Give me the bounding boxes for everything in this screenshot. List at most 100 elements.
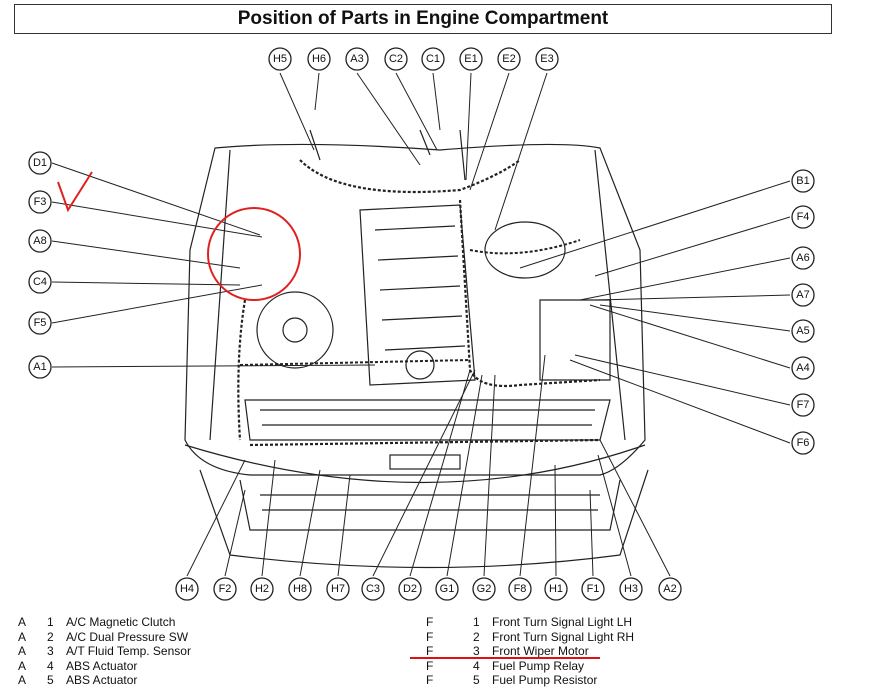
legend-num: 3 [47,644,54,659]
callout-c1: C1 [421,47,445,71]
red-checkmark [57,171,93,213]
legend-code: F [426,658,434,673]
callout-a3: A3 [345,47,369,71]
callout-h6: H6 [307,47,331,71]
svg-text:C1: C1 [426,53,440,65]
callout-a7: A7 [791,283,815,307]
svg-text:H4: H4 [180,583,194,595]
legend-name: A/C Dual Pressure SW [66,629,189,644]
callout-f8: F8 [508,577,532,601]
callout-c4: C4 [28,270,52,294]
callout-e3: E3 [535,47,559,71]
callout-f6: F6 [791,431,815,455]
legend-item: F 3 Front Wiper Motor [426,644,634,659]
svg-text:A8: A8 [33,235,46,247]
svg-text:A4: A4 [796,362,809,374]
svg-text:C2: C2 [389,53,403,65]
legend-name: Fuel Pump Resistor [492,673,598,688]
legend-num: 1 [47,615,54,629]
legend-name: A/C Magnetic Clutch [66,615,176,629]
callout-h1: H1 [544,577,568,601]
legend-code: F [426,673,434,688]
callout-a6: A6 [791,246,815,270]
legend-name: Front Turn Signal Light LH [492,615,633,629]
legend-item: F 4 Fuel Pump Relay [426,659,634,674]
legend-num: 4 [47,658,54,673]
callout-h8: H8 [288,577,312,601]
svg-text:H7: H7 [331,583,345,595]
legend-num: 4 [473,658,480,673]
legend-item: F 5 Fuel Pump Resistor [426,673,634,688]
red-underline-annotation [410,657,600,659]
callout-f2: F2 [213,577,237,601]
legend-code: F [426,615,434,629]
svg-text:A2: A2 [663,583,676,595]
svg-text:F2: F2 [219,583,232,595]
callout-d1: D1 [28,151,52,175]
svg-text:F7: F7 [797,399,810,411]
callout-h2: H2 [250,577,274,601]
svg-text:E3: E3 [540,53,553,65]
callout-a2: A2 [658,577,682,601]
svg-text:F6: F6 [797,437,810,449]
svg-text:C3: C3 [366,583,380,595]
legend-code: A [18,658,27,673]
svg-text:A6: A6 [796,252,809,264]
callout-h5: H5 [268,47,292,71]
callout-e2: E2 [497,47,521,71]
legend-item: A 3 A/T Fluid Temp. Sensor [18,644,191,659]
legend-num: 5 [47,673,54,688]
callout-f7: F7 [791,393,815,417]
diagram-title: Position of Parts in Engine Compartment [14,4,832,34]
callout-e1: E1 [459,47,483,71]
callout-a1: A1 [28,355,52,379]
svg-text:E1: E1 [464,53,477,65]
callout-f5: F5 [28,311,52,335]
callout-c2: C2 [384,47,408,71]
callout-d2: D2 [398,577,422,601]
leader-lines [51,72,791,577]
svg-text:B1: B1 [796,175,809,187]
callout-f3: F3 [28,190,52,214]
legend-code: A [18,644,27,659]
legend-name: A/T Fluid Temp. Sensor [66,644,191,659]
legend-num: 2 [473,629,480,644]
svg-text:C4: C4 [33,276,47,288]
legend-num: 5 [473,673,480,688]
callout-a8: A8 [28,229,52,253]
callout-b1: B1 [791,169,815,193]
callout-h7: H7 [326,577,350,601]
svg-text:A1: A1 [33,361,46,373]
svg-text:A7: A7 [796,289,809,301]
svg-text:H2: H2 [255,583,269,595]
svg-text:F3: F3 [34,196,47,208]
legend-code: A [18,673,27,688]
svg-text:E2: E2 [502,53,515,65]
legend-num: 3 [473,644,480,659]
svg-text:A5: A5 [796,325,809,337]
legend-name: Fuel Pump Relay [492,658,585,673]
legend-code: F [426,644,434,659]
callout-g1: G1 [435,577,459,601]
svg-text:H6: H6 [312,53,326,65]
svg-text:F1: F1 [587,583,600,595]
svg-text:D2: D2 [403,583,417,595]
legend-name: ABS Actuator [66,658,138,673]
svg-text:H1: H1 [549,583,563,595]
callout-a5: A5 [791,319,815,343]
legend-name: Front Wiper Motor [492,644,589,659]
legend-code: A [18,629,27,644]
legend-num: 2 [47,629,54,644]
callout-c3: C3 [361,577,385,601]
callout-h3: H3 [619,577,643,601]
red-circle-annotation [207,207,301,301]
svg-text:H3: H3 [624,583,638,595]
svg-text:D1: D1 [33,157,47,169]
legend-code: F [426,629,434,644]
legend-item: A 4 ABS Actuator [18,659,191,674]
svg-text:F8: F8 [514,583,527,595]
